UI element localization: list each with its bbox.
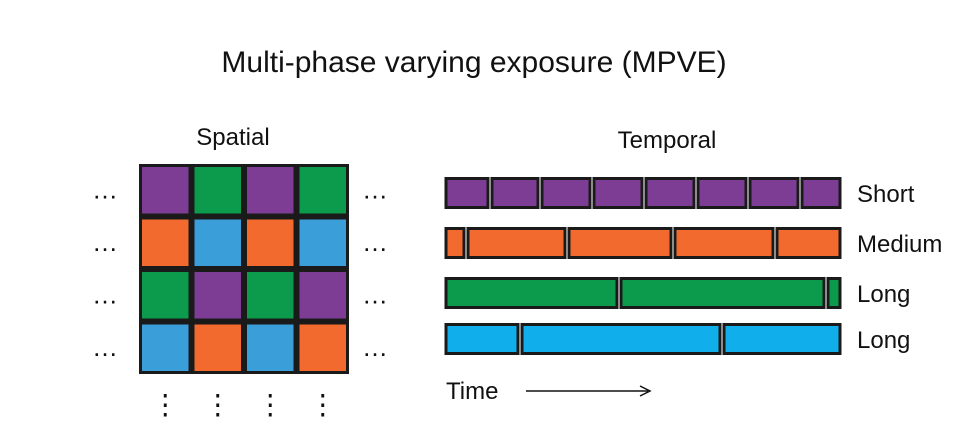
exposure-segment [800,177,842,209]
spatial-cell [191,164,244,217]
exposure-segment [748,177,800,209]
exposure-segment [696,177,748,209]
spatial-cell [244,164,297,217]
spatial-ellipsis-right: … [362,332,388,362]
exposure-segment [444,227,466,259]
time-arrow-icon [526,385,652,397]
exposure-segment [490,177,540,209]
spatial-cell [296,321,349,374]
spatial-ellipsis-right: … [362,227,388,257]
spatial-ellipsis-right: … [362,174,388,204]
exposure-segment [444,323,520,355]
bar-clip [842,175,862,211]
temporal-row-label: Medium [857,231,942,258]
temporal-row-label: Long [857,281,910,308]
exposure-segment [722,323,842,355]
spatial-cell [139,216,192,269]
exposure-segment [673,227,775,259]
spatial-cell [244,269,297,322]
bar-clip [842,275,862,311]
temporal-label: Temporal [618,127,717,154]
spatial-cell [296,269,349,322]
exposure-segment [567,227,673,259]
time-label: Time [446,378,498,405]
spatial-ellipses: … … … … … … … … ⋮ ⋮ ⋮ ⋮ [92,174,388,420]
figure-title: Multi-phase varying exposure (MPVE) [221,46,726,79]
spatial-ellipsis-left: … [92,279,118,309]
exposure-segment [619,277,826,309]
spatial-cell [244,216,297,269]
temporal-row: Long [444,321,910,357]
spatial-cell [191,216,244,269]
spatial-cell [191,321,244,374]
exposure-segment [775,227,842,259]
exposure-segment [592,177,644,209]
spatial-cell [296,164,349,217]
exposure-segment [644,177,696,209]
temporal-row-label: Long [857,327,910,354]
spatial-ellipsis-bottom: ⋮ [256,389,284,420]
spatial-cell [296,216,349,269]
exposure-segment [540,177,592,209]
spatial-cell [139,321,192,374]
spatial-ellipsis-right: … [362,279,388,309]
exposure-segment [444,277,619,309]
spatial-ellipsis-bottom: ⋮ [204,389,232,420]
exposure-segment [520,323,722,355]
exposure-segment [466,227,567,259]
temporal-row: Long [444,275,910,311]
spatial-cell [244,321,297,374]
spatial-grid [139,164,349,374]
spatial-cell [191,269,244,322]
bar-clip [842,225,862,261]
spatial-ellipsis-left: … [92,227,118,257]
temporal-row: Medium [444,225,942,261]
spatial-ellipsis-left: … [92,332,118,362]
spatial-ellipsis-left: … [92,174,118,204]
exposure-segment [826,277,842,309]
temporal-row-label: Short [857,181,915,208]
bar-clip [842,321,862,357]
spatial-cell [139,269,192,322]
spatial-ellipsis-bottom: ⋮ [151,389,179,420]
spatial-cell [139,164,192,217]
exposure-segment [444,177,490,209]
temporal-row: Short [444,175,915,211]
spatial-ellipsis-bottom: ⋮ [309,389,337,420]
spatial-label: Spatial [196,124,269,151]
